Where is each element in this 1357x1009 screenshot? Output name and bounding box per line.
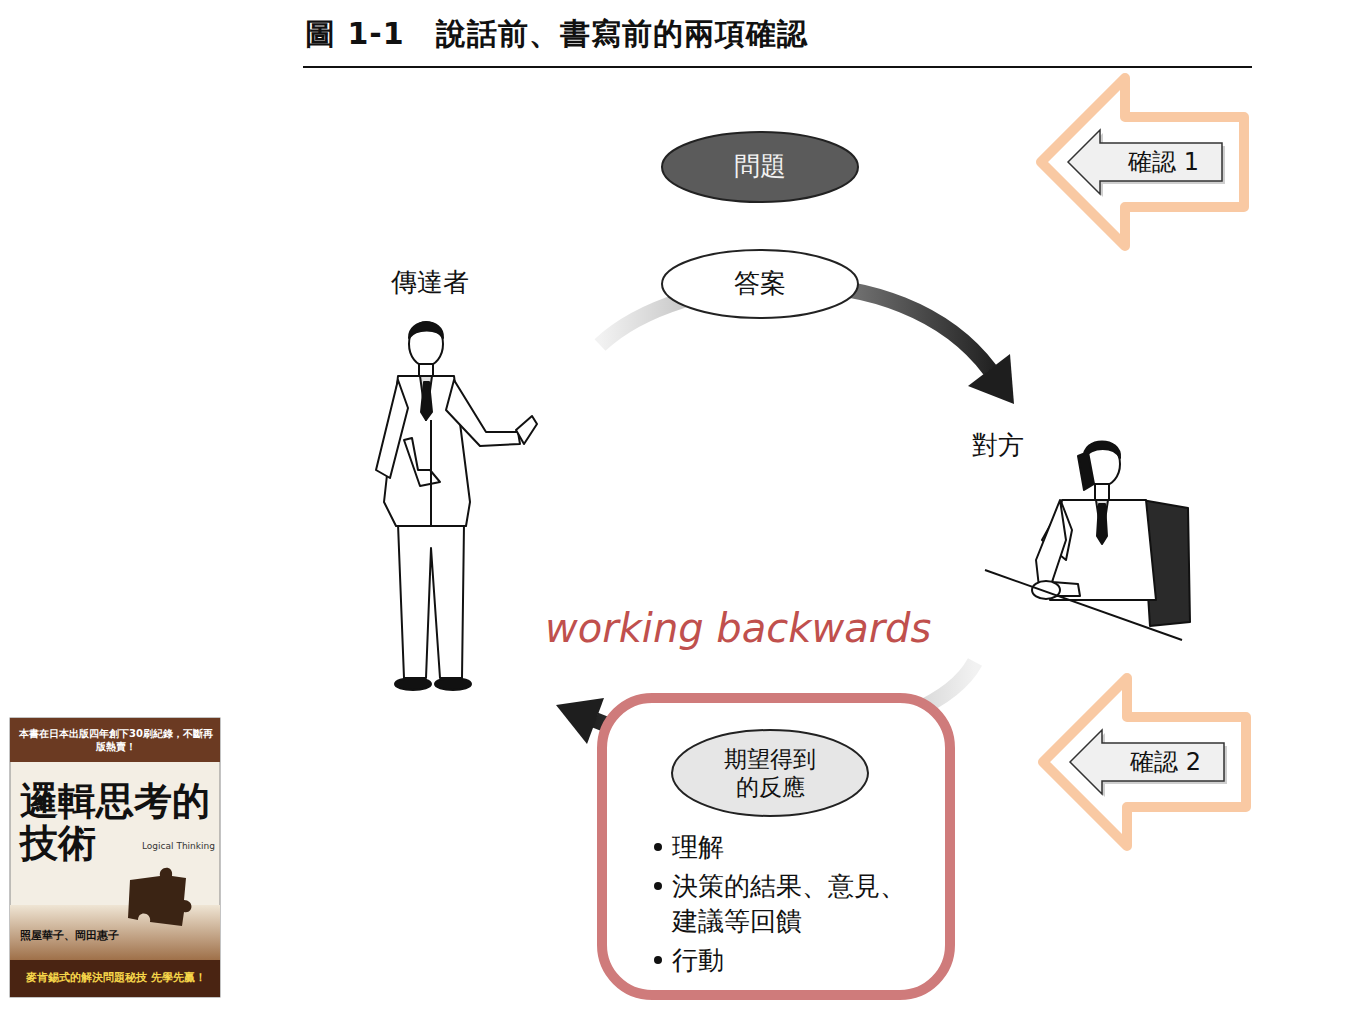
inner-arrow — [1068, 130, 1222, 194]
book-text: 邏輯思考的技術 — [20, 780, 218, 864]
node-text: 期望得到 的反應 — [715, 745, 825, 801]
book-text: 本書在日本出版四年創下30刷紀錄，不斷再版熱賣！ — [18, 727, 214, 753]
book-cover — [10, 718, 220, 997]
figure-title: 圖 1-1 說話前、書寫前的兩項確認 — [305, 14, 808, 55]
check-arrow: 確認 2 — [1037, 672, 1252, 852]
ellipse-outline — [662, 250, 858, 318]
node-text: 答案 — [670, 266, 850, 301]
reaction-box: 理解決策的結果、意見、建議等回饋行動 期望得到 的反應 — [597, 693, 955, 1000]
bullet-item: 行動 — [672, 943, 932, 978]
inner-arrow — [1070, 730, 1224, 794]
node-text: 確認 2 — [1107, 746, 1224, 778]
person-label: 傳達者 — [375, 266, 485, 300]
title-rule — [303, 66, 1252, 68]
person-label: 對方 — [958, 429, 1038, 463]
book-text: 照屋華子、岡田惠子 — [20, 929, 130, 943]
receiver-figure — [985, 442, 1190, 641]
book-text: Logical Thinking — [142, 842, 218, 852]
ellipse-outline — [672, 730, 868, 816]
bullet-item: 決策的結果、意見、建議等回饋 — [672, 869, 922, 939]
bullet-item: 理解 — [672, 830, 932, 865]
note-label: working backwards — [545, 602, 957, 654]
problem-ellipse: 問題 — [660, 130, 860, 204]
reaction-ellipse: 期望得到 的反應 — [670, 728, 870, 818]
answer-ellipse: 答案 — [660, 248, 860, 320]
arrow-head — [968, 354, 1014, 404]
sender-figure — [376, 322, 537, 690]
arrow-head — [556, 698, 604, 744]
book-text: 麥肯錫式的解決問題秘技 先學先贏！ — [16, 971, 216, 985]
node-text: 問題 — [670, 149, 850, 184]
node-text: 確認 1 — [1105, 146, 1222, 178]
ellipse-outline — [662, 132, 858, 202]
outer-arrow — [1041, 78, 1244, 246]
outer-arrow — [1043, 678, 1246, 846]
check-arrow: 確認 1 — [1035, 72, 1250, 252]
